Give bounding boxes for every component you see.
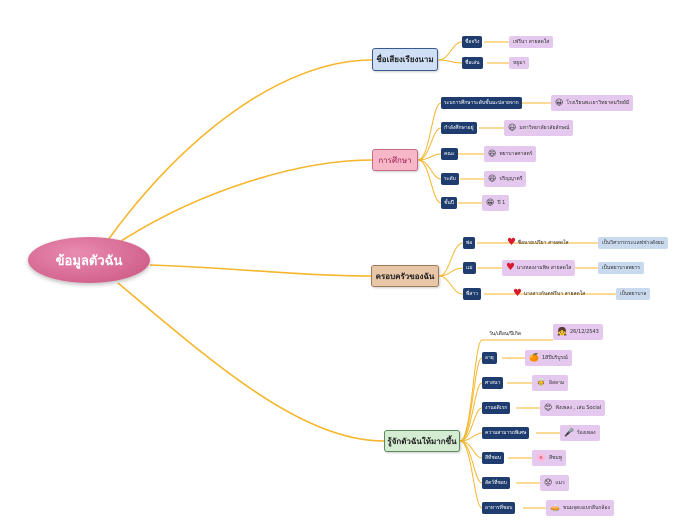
birthday-value[interactable]: 👧26/12/2543 xyxy=(553,324,603,340)
microphone-icon: 🎤 xyxy=(564,428,574,437)
graduated-from-text: โรงเรียนพะเยาวิทยาคมวิทย์มี xyxy=(566,100,630,106)
hobby-value[interactable]: 😍ฟังเพลง , เล่น Social xyxy=(540,400,606,416)
graduated-from-label[interactable]: ระบการศึกษาระดับชั้นมะปลายจาก xyxy=(441,97,522,109)
favorite-food-label[interactable]: อาหารที่ชอบ xyxy=(482,502,516,514)
favorite-color-label[interactable]: สีที่ชอบ xyxy=(482,452,504,464)
grinning-face-icon: 😁 xyxy=(486,198,495,207)
faculty-value[interactable]: 😄พยาบาลศาสตร์ xyxy=(484,146,537,162)
favorite-animal-value[interactable]: 😟แมว xyxy=(540,475,569,491)
sister-occupation[interactable]: เป็นพยาบาล xyxy=(616,288,651,300)
age-text: 18ปีบริบูรณ์ xyxy=(541,355,568,361)
mother-name-text: นางหลงงามพิษ สายสดใส xyxy=(516,265,572,271)
favorite-food-value[interactable]: 🥧ขนมจุดเอเบกลีนกล้อง xyxy=(546,500,614,516)
turban-icon: 👳 xyxy=(536,378,546,387)
sister-name-text: นางสาวกันตฟรีนา สายสดใส xyxy=(523,291,586,297)
favorite-color-value[interactable]: 🌸สีชมพู xyxy=(532,450,567,466)
level-text: ปริญญาตรี xyxy=(499,176,523,182)
faculty-label[interactable]: คณะ xyxy=(441,148,458,160)
grinning-face-icon: 😀 xyxy=(555,98,564,107)
studying-at-value[interactable]: 😃มหาวิทยาลัยวลัยลักษณ์ xyxy=(504,120,574,136)
religion-text: อิสลาม xyxy=(548,380,565,386)
favorite-color-text: สีชมพู xyxy=(548,455,563,461)
topic-education[interactable]: การศึกษา xyxy=(372,149,418,171)
year-text: ปี 1 xyxy=(497,200,506,206)
religion-label[interactable]: ศาสนา xyxy=(482,377,504,389)
level-value[interactable]: 😆ปริญญาตรี xyxy=(484,171,527,187)
mother-name[interactable]: ♥ นางหลงงามพิษ สายสดใส xyxy=(502,260,576,276)
studying-at-label[interactable]: กำลังศึกษาอยู่ xyxy=(441,122,477,134)
birthday-text: 26/12/2543 xyxy=(569,329,599,335)
first-name-label[interactable]: ชื่อจริง xyxy=(462,36,483,48)
father-name[interactable]: ♥ ชื่อนายเปรียา สายสดใส xyxy=(503,235,573,251)
religion-value[interactable]: 👳อิสลาม xyxy=(532,375,569,391)
father-name-text: ชื่อนายเปรียา สายสดใส xyxy=(517,240,569,246)
graduated-from-value[interactable]: 😀โรงเรียนพะเยาวิทยาคมวิทย์มี xyxy=(551,95,634,111)
age-label[interactable]: อายุ xyxy=(482,352,497,364)
squinting-face-icon: 😆 xyxy=(488,174,497,183)
central-topic[interactable]: ข้อมูลตัวฉัน xyxy=(28,237,150,283)
heart-eyes-icon: 😍 xyxy=(544,403,553,412)
mother-occupation[interactable]: เป็นพยาบาลพยาร xyxy=(598,262,645,274)
favorite-food-text: ขนมจุดเอเบกลีนกล้อง xyxy=(562,505,610,511)
favorite-animal-label[interactable]: สัตว์ที่ชอบ xyxy=(482,477,510,489)
flower-icon: 🌸 xyxy=(536,453,546,462)
heart-icon: ♥ xyxy=(506,262,515,273)
father-occupation[interactable]: เป็นวิศวกรกระเเลฟช่างดังผม xyxy=(598,237,668,249)
year-value[interactable]: 😁ปี 1 xyxy=(482,195,510,211)
mother-label[interactable]: แม่ xyxy=(463,262,476,274)
talent-value[interactable]: 🎤ร้องเพลง xyxy=(560,425,600,441)
sister-name[interactable]: ♥ นางสาวกันตฟรีนา สายสดใส xyxy=(509,286,589,302)
topic-about-me[interactable]: รู้จักตัวฉันให้มากขึ้น xyxy=(384,430,460,452)
heart-icon: ♥ xyxy=(507,237,516,248)
orange-face-icon: 🍊 xyxy=(529,353,539,362)
year-label[interactable]: ชั้นปี xyxy=(441,197,457,209)
hobby-label[interactable]: งานอดิเรก xyxy=(482,402,511,414)
birthday-label[interactable]: วัน/เดือน/ปีเกิด xyxy=(489,331,522,337)
studying-at-text: มหาวิทยาลัยวลัยลักษณ์ xyxy=(519,125,570,131)
nickname-label[interactable]: ชื่อเล่น xyxy=(462,57,483,69)
talent-text: ร้องเพลง xyxy=(576,430,596,436)
level-label[interactable]: ระดับ xyxy=(441,173,459,185)
topic-family[interactable]: ครอบครัวของฉัน xyxy=(371,265,439,287)
faculty-text: พยาบาลศาสตร์ xyxy=(499,151,533,157)
smiling-face-icon: 😄 xyxy=(488,149,497,158)
first-name-value[interactable]: เฟรีนา สายสดใส xyxy=(509,36,554,48)
grinning-face-icon: 😃 xyxy=(508,123,517,132)
worried-face-icon: 😟 xyxy=(544,478,553,487)
talent-label[interactable]: ความสามารถพิเศษ xyxy=(482,427,530,439)
nickname-value[interactable]: หยูมา xyxy=(509,57,530,69)
hobby-text: ฟังเพลง , เล่น Social xyxy=(555,405,602,411)
age-value[interactable]: 🍊18ปีบริบูรณ์ xyxy=(525,350,572,366)
girl-icon: 👧 xyxy=(557,327,567,336)
sister-label[interactable]: พี่สาว xyxy=(463,288,481,300)
heart-icon: ♥ xyxy=(513,288,522,299)
pie-icon: 🥧 xyxy=(550,503,560,512)
topic-name[interactable]: ชื่อเสียงเรียงนาม xyxy=(372,48,438,71)
favorite-animal-text: แมว xyxy=(555,480,565,486)
father-label[interactable]: พ่อ xyxy=(463,237,476,249)
